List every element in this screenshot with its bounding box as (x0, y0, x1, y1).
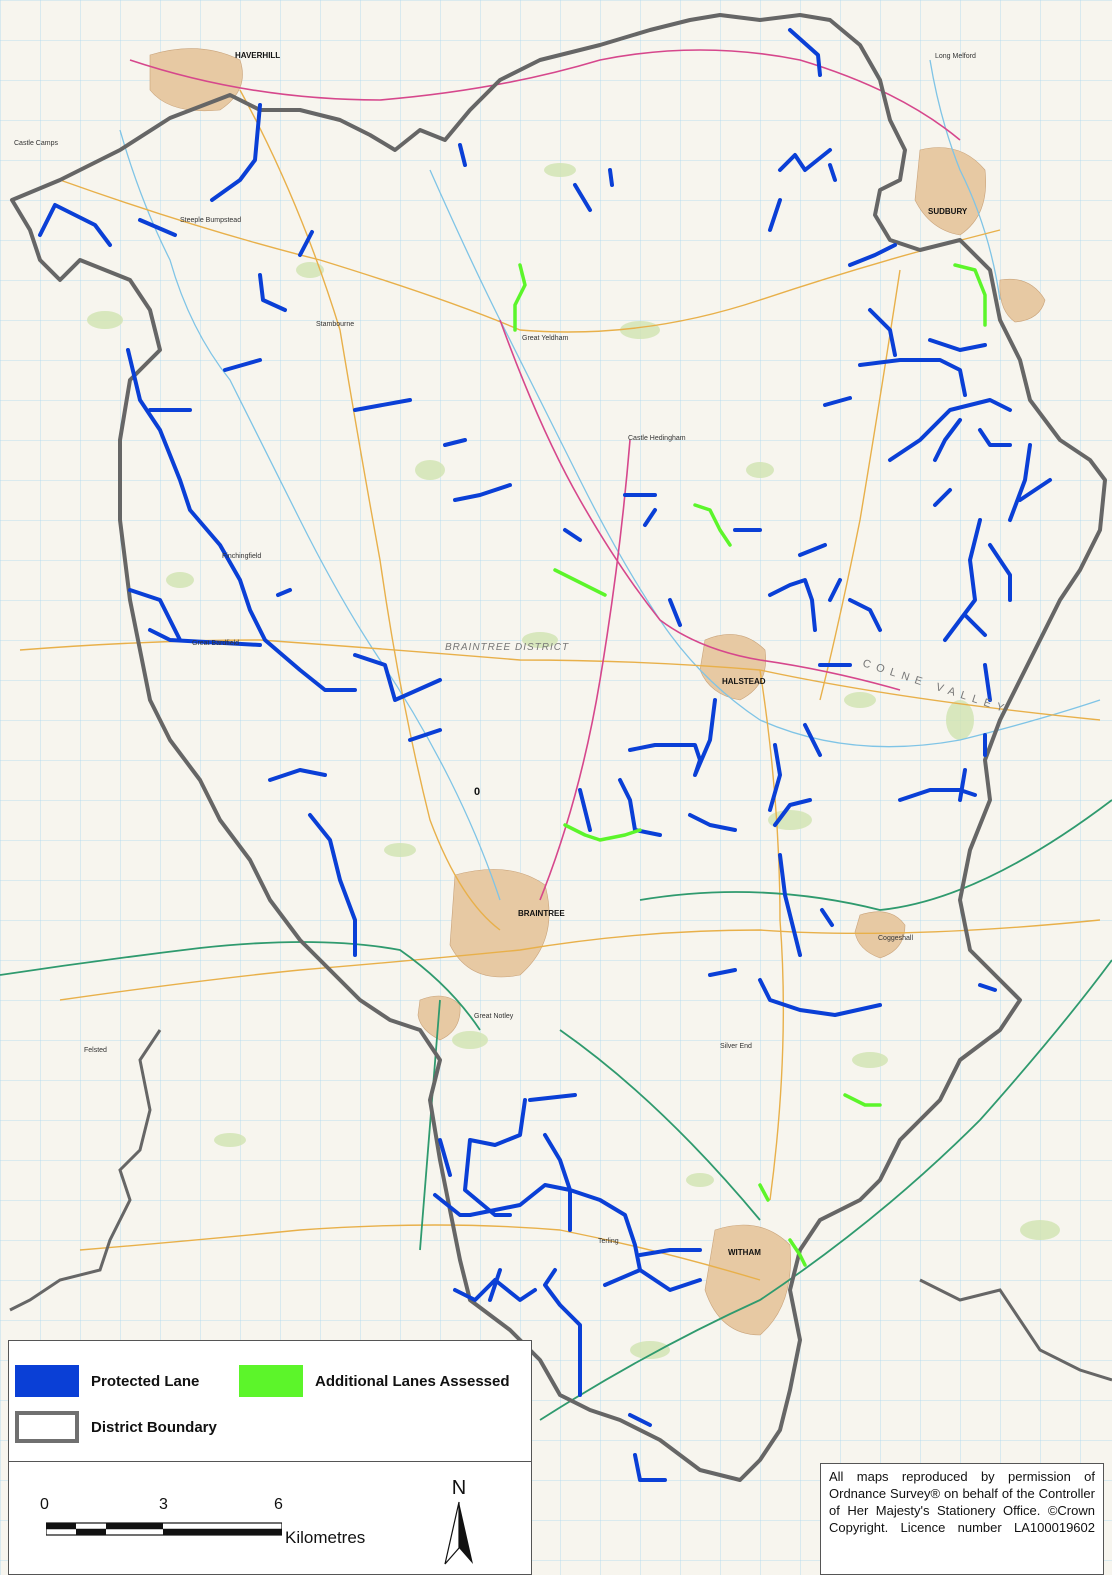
outer-boundary-segment-east (919, 1278, 1112, 1382)
copyright-notice: All maps reproduced by permission of Ord… (820, 1463, 1104, 1575)
district-boundary (10, 13, 1107, 1482)
scale-tick-6: 6 (274, 1496, 283, 1513)
scale-tick-0: 0 (40, 1496, 49, 1513)
legend-item-additional-lanes: Additional Lanes Assessed (239, 1365, 510, 1397)
scale-bar (46, 1522, 282, 1536)
label-castle-camps: Castle Camps (14, 140, 58, 147)
label-great-yeldham: Great Yeldham (522, 335, 568, 342)
legend-label-additional-lanes: Additional Lanes Assessed (315, 1372, 510, 1390)
label-silver-end: Silver End (720, 1043, 752, 1050)
label-witham: WITHAM (728, 1248, 761, 1257)
label-castle-hedingham: Castle Hedingham (628, 435, 686, 442)
railways (0, 799, 1112, 1421)
label-sudbury: SUDBURY (928, 207, 968, 216)
woodland (87, 163, 1060, 1359)
protected-lanes (38, 28, 1052, 1482)
additional-lane-swatch (239, 1365, 303, 1397)
label-haverhill: HAVERHILL (235, 51, 280, 60)
legend-label-protected-lane: Protected Lane (91, 1372, 200, 1390)
label-terling: Terling (598, 1238, 619, 1245)
label-braintree: BRAINTREE (518, 909, 565, 918)
label-halstead: HALSTEAD (722, 677, 766, 686)
north-arrow-icon: N (444, 1477, 473, 1565)
legend-label-district-boundary: District Boundary (91, 1418, 217, 1436)
district-label: BRAINTREE DISTRICT (445, 642, 569, 653)
scale-tick-3: 3 (159, 1496, 168, 1513)
a-roads (129, 49, 961, 901)
legend-item-district-boundary: District Boundary (15, 1411, 217, 1443)
label-great-bardfield: Great Bardfield (192, 640, 239, 647)
label-coggeshall: Coggeshall (878, 935, 913, 942)
scale-panel: 0 3 6 Kilometres N (8, 1462, 532, 1575)
additional-lanes (513, 263, 987, 1267)
label-great-notley: Great Notley (474, 1013, 514, 1020)
map-legend: Protected Lane Additional Lanes Assessed… (8, 1340, 532, 1462)
scale-unit-label: Kilometres (285, 1528, 366, 1547)
label-long-melford: Long Melford (935, 53, 976, 60)
point-marker: 0 (474, 786, 480, 798)
legend-item-protected-lane: Protected Lane (15, 1365, 199, 1397)
district-boundary-swatch (15, 1411, 79, 1443)
label-steeple-bumpstead: Steeple Bumpstead (180, 217, 241, 224)
built-up-areas (149, 48, 1046, 1336)
label-stambourne: Stambourne (316, 321, 354, 328)
protected-lane-swatch (15, 1365, 79, 1397)
outer-boundary-segment (9, 1029, 162, 1312)
label-finchingfield: Finchingfield (222, 553, 261, 560)
label-felsted: Felsted (84, 1047, 107, 1054)
north-label: N (452, 1477, 466, 1499)
